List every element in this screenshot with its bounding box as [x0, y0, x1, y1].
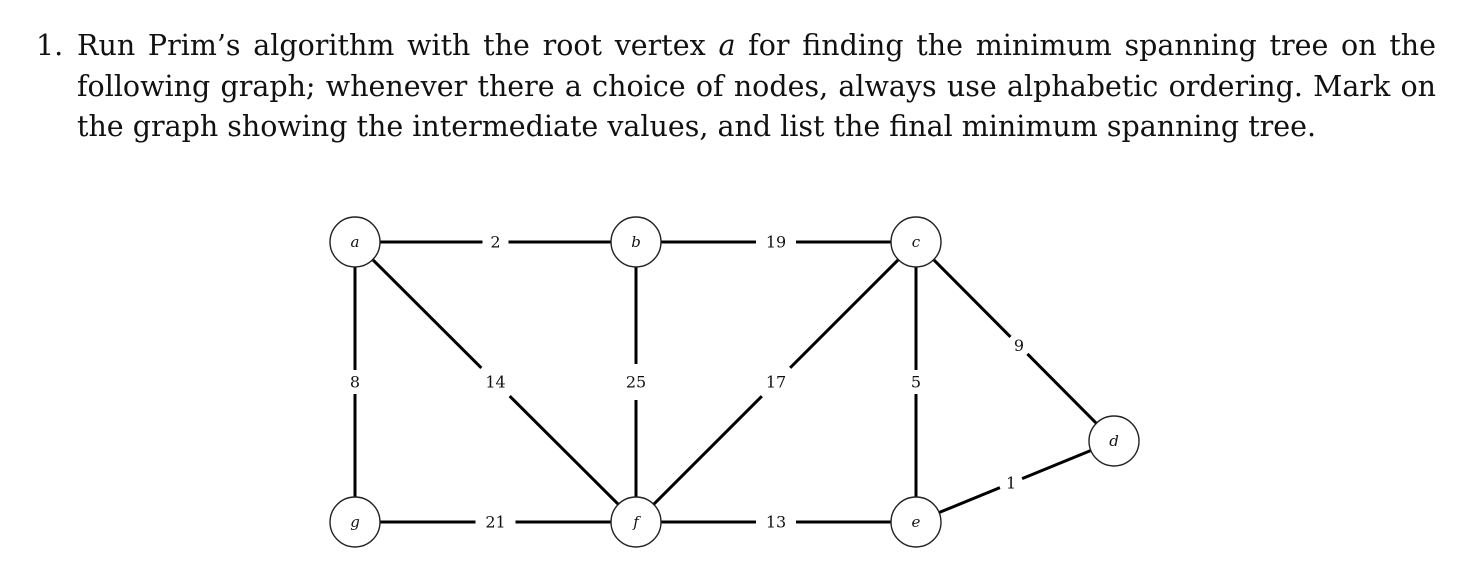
edge-line [938, 486, 1001, 514]
node-b: b [610, 216, 662, 268]
node-circle [329, 496, 381, 548]
edges: 2 19 8 14 25 17 5 9 1 21 13 [350, 233, 1098, 532]
edge-line [1021, 449, 1092, 480]
node-a: a [329, 216, 381, 268]
node-circle [610, 496, 662, 548]
node-circle [890, 216, 942, 268]
edge-b-f: 25 [626, 267, 646, 497]
edge-f-e: 13 [661, 513, 891, 532]
node-circle [1088, 415, 1140, 467]
edge-a-f: 14 [371, 258, 620, 506]
problem-text-part-2: for finding the minimum spanning tree on… [77, 29, 1436, 143]
edge-weight-label: 2 [490, 233, 500, 252]
root-vertex-variable: a [718, 29, 736, 62]
edge-c-f: 17 [652, 258, 900, 506]
edge-weight-label: 8 [350, 373, 360, 392]
edge-line [1026, 352, 1098, 425]
node-circle [890, 496, 942, 548]
problem-text-part-1: Run Prim’s algorithm with the root verte… [77, 29, 719, 62]
edge-e-d: 1 [938, 449, 1092, 514]
problem-text: Run Prim’s algorithm with the root verte… [77, 26, 1436, 148]
node-c: c [890, 216, 942, 268]
edge-weight-label: 14 [485, 373, 505, 392]
edge-weight-label: 13 [766, 513, 786, 532]
edge-a-b: 2 [380, 233, 611, 252]
node-circle [329, 216, 381, 268]
edge-line [371, 258, 483, 369]
node-e: e [890, 496, 942, 548]
edge-a-g: 8 [350, 267, 360, 497]
node-f: f [610, 496, 662, 548]
node-label: c [912, 233, 921, 251]
node-label: b [631, 233, 641, 251]
edge-weight-label: 5 [911, 373, 921, 392]
edge-c-e: 5 [911, 267, 921, 497]
edge-weight-label: 25 [626, 373, 646, 392]
edge-line [932, 258, 1012, 339]
node-label: e [912, 513, 921, 531]
edge-weight-label: 17 [766, 373, 786, 392]
node-label: d [1109, 432, 1119, 450]
nodes: a b c d e f g [329, 216, 1140, 548]
problem-statement: 1. Run Prim’s algorithm with the root ve… [36, 26, 1436, 148]
edge-weight-label: 21 [485, 513, 505, 532]
node-circle [610, 216, 662, 268]
edge-g-f: 21 [380, 513, 611, 532]
node-label: f [632, 513, 641, 531]
edge-line [508, 395, 620, 506]
edge-weight-label: 19 [766, 233, 786, 252]
node-label: g [350, 513, 360, 531]
edge-weight-label: 1 [1006, 474, 1016, 493]
node-d: d [1088, 415, 1140, 467]
edge-line [652, 395, 763, 506]
edge-c-d: 9 [932, 258, 1098, 425]
node-g: g [329, 496, 381, 548]
edge-b-c: 19 [661, 233, 891, 252]
node-label: a [351, 233, 360, 251]
edge-line [789, 258, 900, 369]
edge-weight-label: 9 [1014, 336, 1024, 355]
problem-number: 1. [36, 29, 64, 62]
